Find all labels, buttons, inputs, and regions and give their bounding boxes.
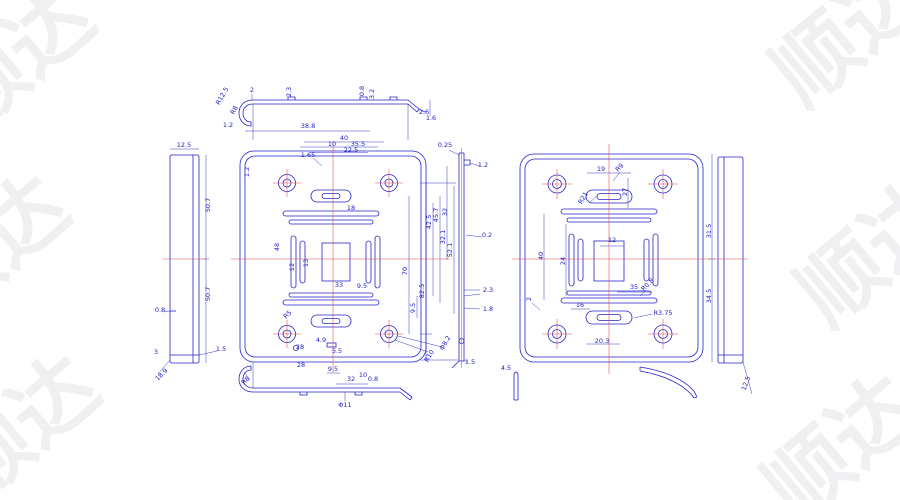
watermark-text: 顺达 — [0, 336, 117, 500]
dimension-label: 22.5 — [344, 146, 358, 154]
dimension-label: 50.7 — [204, 287, 212, 301]
dimension-label: 34.5 — [705, 289, 713, 303]
dimension-label: 12.5 — [177, 141, 191, 149]
dimension-label: 40 — [340, 134, 348, 142]
watermark-text: 顺达 — [754, 0, 900, 124]
dimension-label: 12 — [608, 236, 616, 244]
dimension-label: R21 — [577, 190, 590, 205]
dimension-label: 48 — [273, 243, 281, 251]
dimension-label: R9 — [614, 162, 626, 174]
dimension-label: 2.6 — [419, 108, 429, 116]
dimension-label: 2.3 — [285, 87, 293, 97]
bottom-profile-dims — [243, 362, 368, 401]
section-view — [451, 152, 471, 369]
dimension-label: 33 — [335, 281, 343, 289]
dimension-label: 31.5 — [705, 224, 713, 238]
dimension-label: 45.7 — [432, 208, 440, 222]
dimension-label: 0.8 — [358, 86, 366, 96]
dimension-label: 1.2 — [478, 161, 488, 169]
dimension-label: 2 — [250, 86, 254, 94]
dimension-label: 42.5 — [425, 215, 433, 229]
watermark-text: 顺达 — [0, 156, 87, 339]
dimension-label: 5.5 — [332, 347, 342, 355]
dimension-label: 3.2 — [368, 89, 376, 99]
back-view — [519, 153, 704, 363]
dimension-label: 13 — [302, 259, 310, 267]
dimension-label: 19 — [597, 165, 605, 173]
dimension-label: Φ8.2 — [438, 334, 453, 351]
dimension-label: 9.5 — [357, 282, 367, 290]
top-profile-view — [238, 96, 426, 127]
dimension-label: 18 — [347, 204, 355, 212]
dimension-label: 0.8 — [368, 375, 378, 383]
section-view-dims — [448, 149, 483, 362]
dimension-label: 16 — [576, 301, 584, 309]
dimension-label: 1.5 — [465, 358, 475, 366]
dimension-label: 52.1 — [446, 243, 454, 257]
dimension-label: 70 — [401, 267, 409, 275]
back-view-dims — [531, 154, 715, 362]
dimension-label: 2 — [525, 297, 533, 301]
dimension-label: 1.6 — [426, 114, 436, 122]
dimension-label: 4.9 — [316, 336, 326, 344]
dimension-label: 1.2 — [243, 167, 251, 177]
dimension-label: 28 — [296, 343, 304, 351]
dimension-label: 82.5 — [418, 284, 426, 298]
right-side-view-dims — [742, 361, 753, 395]
dimension-label: 50.7 — [204, 198, 212, 212]
right-side-view — [717, 156, 744, 364]
dimension-label: 1.65 — [301, 151, 315, 159]
dimension-label: R12.5 — [214, 86, 230, 106]
dimension-label: R8 — [240, 375, 252, 387]
top-profile-dims — [245, 94, 431, 140]
dimension-label: 9.5 — [409, 303, 417, 313]
watermark-text: 顺达 — [779, 161, 900, 344]
dimension-label: 10 — [328, 140, 336, 148]
lower-section-strip — [513, 371, 519, 401]
dimension-label: 1.8 — [483, 305, 493, 313]
dimension-label: 40 — [537, 252, 545, 260]
dimension-label: 2.3 — [483, 286, 493, 294]
center-lines — [163, 141, 748, 374]
dimension-label: 38.8 — [301, 122, 315, 130]
dimension-label: 10 — [359, 371, 367, 379]
watermark-text: 顺达 — [746, 356, 900, 500]
dimension-label: 32 — [441, 208, 449, 216]
dimension-label: 0.25 — [438, 141, 452, 149]
dimension-label: 9.5 — [328, 365, 338, 373]
dimension-label: 1.5 — [216, 345, 226, 353]
dimension-label: Φ11 — [338, 401, 351, 409]
dimension-label: 18.9 — [154, 367, 170, 383]
dimension-label: 0.2 — [482, 231, 492, 239]
bottom-profile-view — [238, 365, 413, 401]
bottom-right-profile-view — [639, 366, 698, 399]
dimension-label: 35.5 — [351, 140, 365, 148]
dimension-label: 28 — [297, 361, 305, 369]
dimension-label: 4.5 — [501, 364, 511, 372]
dimension-label: 24 — [559, 257, 567, 265]
dimension-label: 12 — [288, 263, 296, 271]
dimension-label: 27 — [621, 188, 629, 196]
dimension-label: R5 — [282, 309, 294, 321]
dimension-label: R3.75 — [654, 309, 673, 317]
dimension-label: 1.2 — [223, 121, 233, 129]
dimension-label: 32 — [347, 375, 355, 383]
watermark-text: 顺达 — [0, 0, 112, 149]
dimension-label: 3 — [154, 348, 158, 356]
front-view-dims — [300, 141, 458, 361]
dimension-label: 0.8 — [155, 306, 165, 314]
left-side-view-dims — [157, 148, 218, 375]
dimension-label: 20.3 — [595, 337, 609, 345]
dimension-label: 35 — [630, 283, 638, 291]
dimension-label: R8 — [229, 104, 240, 115]
dimension-label: 32.1 — [439, 230, 447, 244]
